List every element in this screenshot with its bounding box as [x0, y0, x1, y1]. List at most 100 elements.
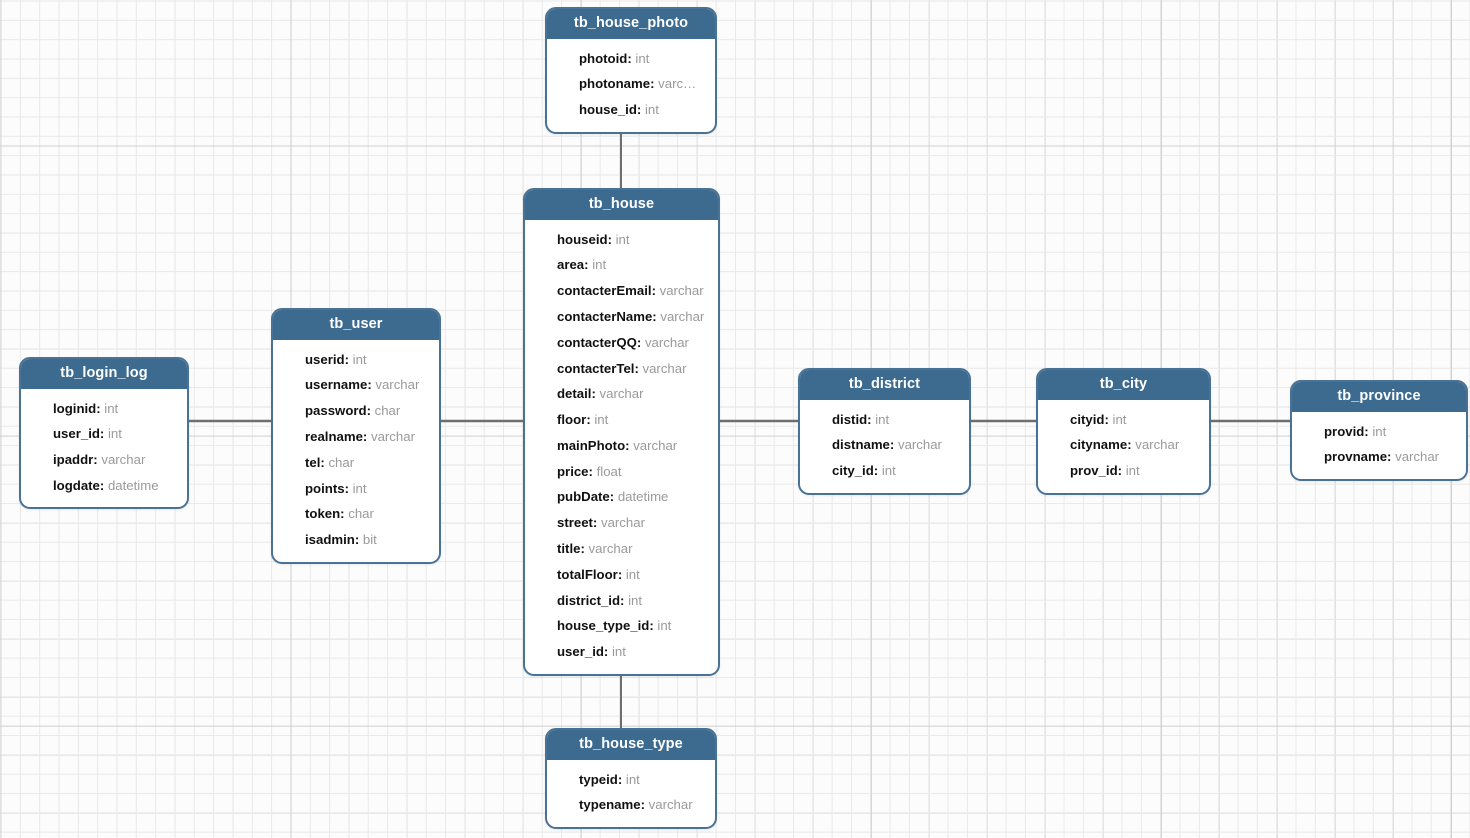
table-field-row[interactable]: realname: varchar [273, 424, 439, 450]
field-separator: : [640, 797, 649, 813]
table-field-row[interactable]: totalFloor: int [525, 562, 718, 588]
field-type: char [328, 454, 355, 470]
table-field-row[interactable]: pubDate: datetime [525, 484, 718, 510]
table-field-row[interactable]: provname: varchar [1292, 444, 1466, 470]
field-name: points [305, 480, 345, 496]
field-name: pubDate [557, 489, 610, 505]
field-type: int [594, 412, 609, 428]
field-name: photoname [579, 76, 651, 92]
table-field-row[interactable]: city_id: int [800, 458, 969, 484]
field-name: contacterName [557, 308, 653, 324]
field-type: varchar [644, 334, 689, 350]
field-type: int [352, 480, 367, 496]
table-field-row[interactable]: street: varchar [525, 510, 718, 536]
field-name: cityname [1070, 437, 1128, 453]
table-title[interactable]: tb_house_type [547, 730, 715, 761]
field-separator: : [620, 592, 629, 608]
table-field-row[interactable]: points: int [273, 475, 439, 501]
table-title[interactable]: tb_house [525, 190, 718, 221]
field-type: int [104, 400, 119, 416]
table-field-row[interactable]: district_id: int [525, 587, 718, 613]
field-type: varchar [600, 515, 645, 531]
field-type: varchar [588, 541, 633, 557]
field-type: int [625, 771, 640, 787]
table-field-row[interactable]: contacterEmail: varchar [525, 278, 718, 304]
table-field-row[interactable]: detail: varchar [525, 381, 718, 407]
field-name: title [557, 541, 581, 557]
field-type: int [635, 50, 650, 66]
field-type: varchar [370, 428, 415, 444]
table-field-row[interactable]: username: varchar [273, 372, 439, 398]
table-field-row[interactable]: tel: char [273, 449, 439, 475]
field-separator: : [354, 532, 363, 548]
table-field-row[interactable]: price: float [525, 458, 718, 484]
table-field-row[interactable]: typeid: int [547, 766, 715, 792]
field-separator: : [1104, 411, 1113, 427]
table-field-row[interactable]: house_id: int [547, 97, 715, 123]
table-field-row[interactable]: area: int [525, 252, 718, 278]
table-field-row[interactable]: userid: int [273, 346, 439, 372]
table-title[interactable]: tb_user [273, 310, 439, 341]
table-field-row[interactable]: token: char [273, 501, 439, 527]
field-name: isadmin [305, 532, 355, 548]
field-type: int [107, 426, 122, 442]
table-field-row[interactable]: distname: varchar [800, 432, 969, 458]
field-type: int [625, 566, 640, 582]
table-field-row[interactable]: houseid: int [525, 226, 718, 252]
table-field-row[interactable]: contacterQQ: varchar [525, 329, 718, 355]
table-field-row[interactable]: photoname: varc… [547, 71, 715, 97]
table-field-row[interactable]: cityid: int [1038, 406, 1209, 432]
field-type: int [352, 351, 367, 367]
table-field-row[interactable]: logdate: datetime [21, 473, 187, 499]
field-type: varchar [101, 452, 146, 468]
field-separator: : [617, 771, 626, 787]
table-field-row[interactable]: provid: int [1292, 418, 1466, 444]
table-title[interactable]: tb_province [1292, 382, 1466, 413]
table-field-row[interactable]: ipaddr: varchar [21, 447, 187, 473]
field-name: provname [1324, 449, 1388, 465]
table-field-row[interactable]: loginid: int [21, 395, 187, 421]
table-field-row[interactable]: contacterTel: varchar [525, 355, 718, 381]
table-field-row[interactable]: prov_id: int [1038, 458, 1209, 484]
field-name: city_id [832, 463, 874, 479]
table-field-row[interactable]: distid: int [800, 406, 969, 432]
table-field-row[interactable]: photoid: int [547, 45, 715, 71]
field-name: username [305, 377, 368, 393]
field-name: prov_id [1070, 463, 1118, 479]
table-field-row[interactable]: cityname: varchar [1038, 432, 1209, 458]
field-separator: : [592, 515, 601, 531]
field-separator: : [651, 283, 660, 299]
field-name: ipaddr [53, 452, 94, 468]
table-field-row[interactable]: user_id: int [525, 639, 718, 665]
table-field-row[interactable]: password: char [273, 398, 439, 424]
field-separator: : [580, 541, 589, 557]
table-field-row[interactable]: contacterName: varchar [525, 304, 718, 330]
table-field-row[interactable]: typename: varchar [547, 792, 715, 818]
table-field-row[interactable]: title: varchar [525, 536, 718, 562]
table-field-row[interactable]: floor: int [525, 407, 718, 433]
table-title[interactable]: tb_city [1038, 370, 1209, 401]
table-field-row[interactable]: house_type_id: int [525, 613, 718, 639]
table-title[interactable]: tb_house_photo [547, 9, 715, 40]
field-type: int [881, 463, 896, 479]
field-separator: : [344, 351, 353, 367]
table-title[interactable]: tb_district [800, 370, 969, 401]
field-type: varchar [599, 386, 644, 402]
field-separator: : [1117, 463, 1126, 479]
table-field-row[interactable]: user_id: int [21, 421, 187, 447]
table-field-row[interactable]: isadmin: bit [273, 527, 439, 553]
table-title[interactable]: tb_login_log [21, 359, 187, 390]
table-field-row[interactable]: mainPhoto: varchar [525, 433, 718, 459]
field-type: int [611, 644, 626, 660]
